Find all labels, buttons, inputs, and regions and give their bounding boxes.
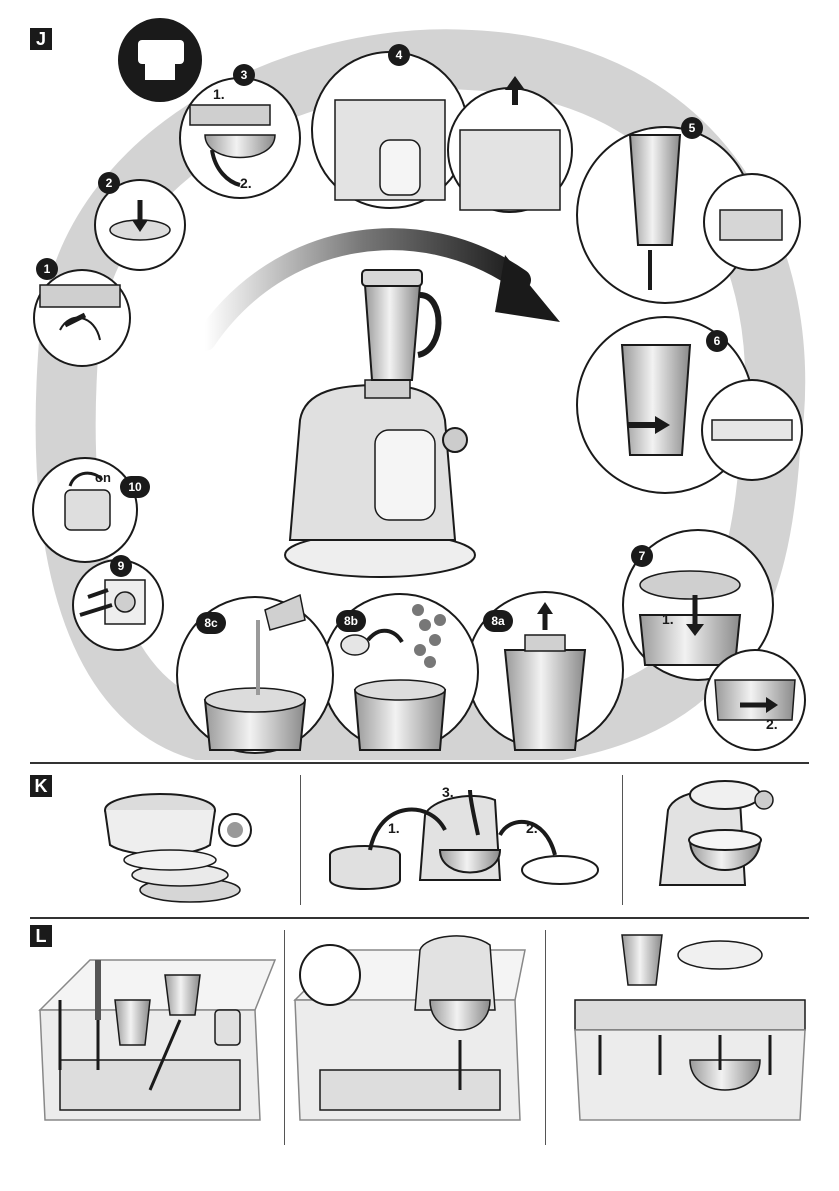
step-8b-badge: 8b	[336, 610, 366, 632]
step-7-label-second: 2.	[766, 716, 778, 732]
k-label-second: 2.	[526, 820, 538, 836]
k-panel-2-assembly	[330, 790, 598, 889]
k-label-first: 1.	[388, 820, 400, 836]
step-3-label-first: 1.	[213, 86, 225, 102]
l-panel-1-packing	[40, 960, 275, 1120]
step-6-badge: 6	[706, 330, 728, 352]
step-3-badge: 3	[233, 64, 255, 86]
step-8a-badge: 8a	[483, 610, 513, 632]
central-blender-appliance	[285, 270, 475, 577]
step-1-illustration	[34, 270, 130, 366]
step-7-label-first: 1.	[662, 611, 674, 627]
step-4-badge: 4	[388, 44, 410, 66]
switch-on-label: on	[95, 470, 111, 485]
step-10-illustration	[33, 458, 137, 562]
step-1-badge: 1	[36, 258, 58, 280]
step-3-inset-icon	[118, 18, 202, 102]
k-panel-3-finished	[660, 781, 773, 885]
k-label-third: 3.	[442, 784, 454, 800]
rotation-arrow	[205, 239, 520, 340]
step-5-badge: 5	[681, 117, 703, 139]
step-10-badge: 10	[120, 476, 150, 498]
step-2-badge: 2	[98, 172, 120, 194]
l-panel-3-packing	[575, 935, 805, 1120]
step-8c-badge: 8c	[196, 612, 226, 634]
step-7-badge: 7	[631, 545, 653, 567]
rotation-arrow-head	[495, 255, 560, 322]
k-panel-1-parts	[105, 794, 251, 902]
step-3-label-second: 2.	[240, 175, 252, 191]
l-panel-2-packing	[295, 936, 525, 1120]
step-9-badge: 9	[110, 555, 132, 577]
